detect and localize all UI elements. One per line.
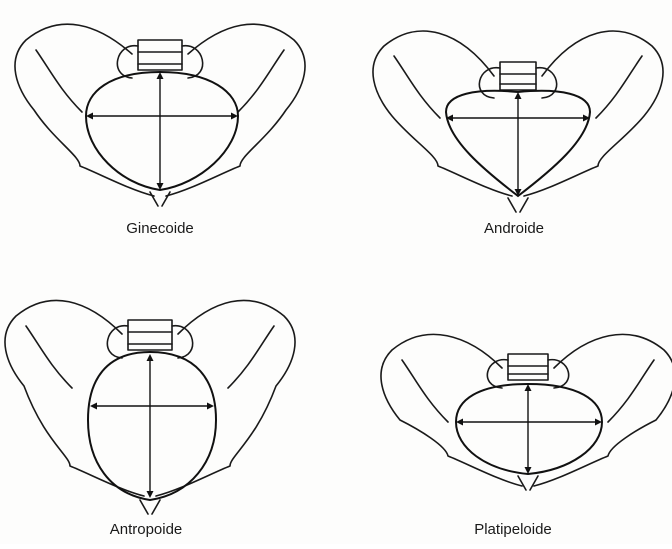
pubic-symphysis <box>150 192 170 206</box>
ap-arrowhead-top <box>147 354 154 361</box>
left-wing-inner-line <box>36 50 82 112</box>
pubic-symphysis <box>508 198 528 212</box>
left-iliac-wing <box>381 334 522 486</box>
left-wing-inner-line <box>394 56 440 118</box>
ap-arrowhead-bottom <box>147 491 154 498</box>
right-iliac-wing <box>156 300 295 496</box>
caption-ginecoide: Ginecoide <box>60 220 260 237</box>
pelvic-inlet-outline <box>456 384 602 474</box>
ap-arrowhead-top <box>525 384 532 391</box>
pelvis-ginecoide <box>15 24 305 206</box>
transverse-arrowhead-left <box>90 403 97 410</box>
sacrum-vertebra <box>508 354 548 380</box>
right-wing-inner-line <box>238 50 284 112</box>
pubic-symphysis <box>518 476 538 490</box>
caption-platipeloide: Platipeloide <box>413 521 613 538</box>
transverse-arrowhead-right <box>207 403 214 410</box>
ap-arrowhead-top <box>157 72 164 79</box>
right-wing-inner-line <box>228 326 274 388</box>
pelvic-inlet-outline <box>88 352 216 500</box>
caption-androide: Androide <box>414 220 614 237</box>
caption-antropoide: Antropoide <box>46 521 246 538</box>
right-iliac-wing <box>534 334 672 486</box>
pelvic-inlet-outline <box>86 72 238 190</box>
pelvis-antropoide <box>5 300 295 514</box>
sacrum-vertebra <box>128 320 172 350</box>
pubic-symphysis <box>140 500 160 514</box>
left-sacral-ala <box>479 68 500 98</box>
sacrum-vertebra <box>500 62 536 90</box>
pelvis-platipeloide <box>381 334 672 490</box>
right-wing-inner-line <box>608 360 654 422</box>
left-iliac-wing <box>5 300 144 496</box>
left-wing-inner-line <box>26 326 72 388</box>
sacrum-vertebra <box>138 40 182 70</box>
ap-arrowhead-top <box>515 92 522 99</box>
left-wing-inner-line <box>402 360 448 422</box>
pelvis-androide <box>373 31 663 212</box>
right-wing-inner-line <box>596 56 642 118</box>
right-sacral-ala <box>536 68 557 98</box>
